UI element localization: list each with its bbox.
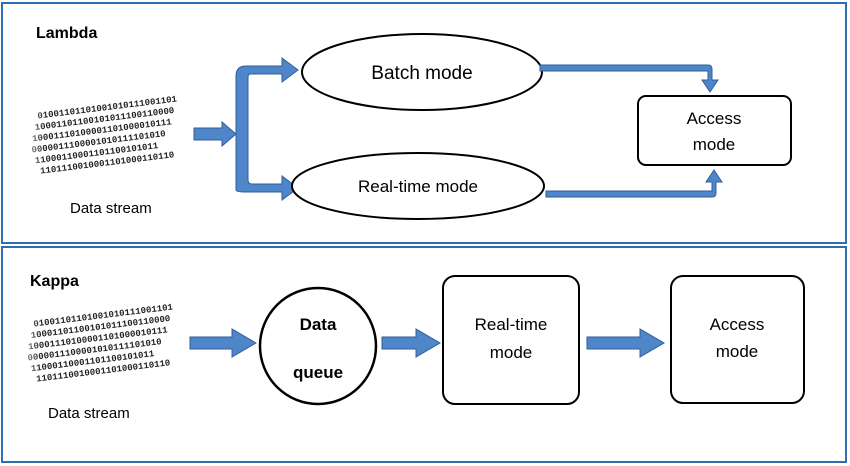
lambda-access-label-line2: mode (693, 135, 736, 154)
queue-to-realtime-arrow (381, 328, 441, 358)
realtime-to-access-arrow (545, 169, 723, 198)
lambda-access-label-line1: Access (687, 109, 742, 128)
kappa-access-label-line1: Access (710, 315, 765, 334)
bits-fade-overlay (16, 316, 86, 391)
stream-to-queue-arrow (189, 328, 257, 358)
kappa-realtime-label-line2: mode (490, 343, 533, 362)
lambda-title: Lambda (36, 25, 97, 42)
kappa-access-label-line2: mode (716, 342, 759, 361)
data-queue-label-line1: Data (300, 315, 337, 334)
batch-to-access-arrow (539, 64, 719, 93)
kappa-realtime-node (442, 275, 580, 405)
kappa-realtime-label-line1: Real-time (475, 315, 548, 334)
lambda-input-arrow (193, 120, 237, 148)
batch-mode-node (301, 33, 543, 111)
batch-mode-label: Batch mode (371, 63, 472, 84)
lambda-realtime-node (291, 152, 545, 220)
data-queue-label-line2: queue (293, 363, 343, 382)
kappa-data-stream-label: Data stream (48, 405, 130, 422)
realtime-to-access-arrow-kappa (586, 328, 665, 358)
lambda-data-stream-label: Data stream (70, 200, 152, 217)
bits-fade-overlay (20, 108, 90, 183)
kappa-access-node (670, 275, 805, 404)
lambda-realtime-label: Real-time mode (358, 177, 478, 196)
kappa-title: Kappa (30, 273, 79, 290)
data-queue-node (258, 286, 378, 406)
lambda-access-node (637, 95, 792, 166)
